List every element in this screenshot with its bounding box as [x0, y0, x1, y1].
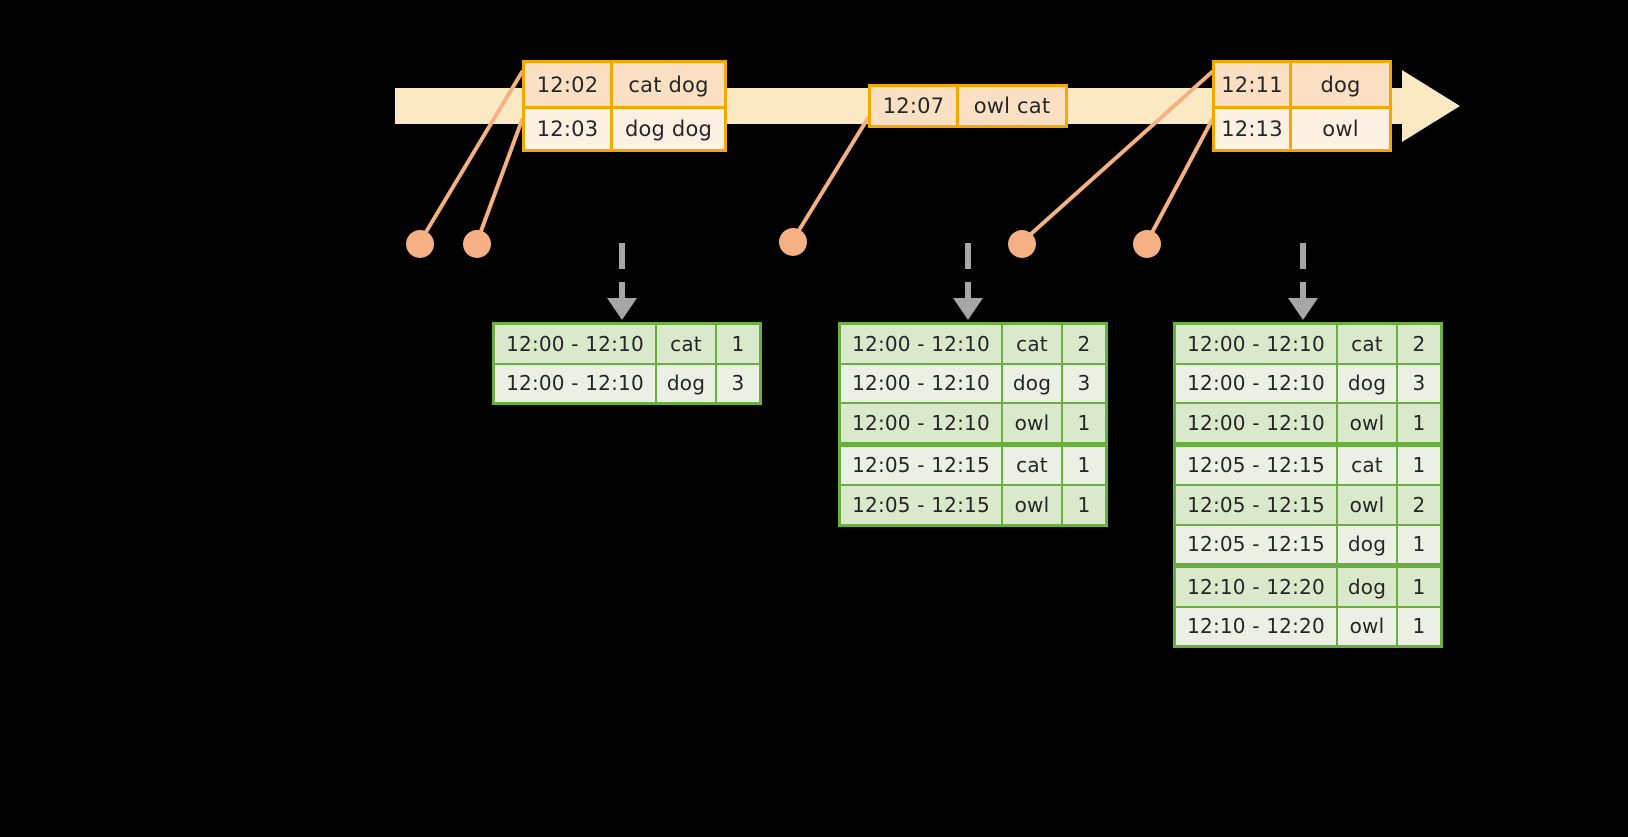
window-cell: 12:05 - 12:15: [1176, 446, 1336, 484]
table-row[interactable]: 12:05 - 12:15 dog 1: [1176, 525, 1440, 563]
table-row[interactable]: 12:00 - 12:10 dog 3: [841, 364, 1105, 402]
event-value: dog dog: [624, 117, 713, 141]
marker-dot: [406, 230, 434, 258]
event-value: dog: [1320, 72, 1361, 97]
count-cell: 3: [1398, 364, 1440, 402]
table-row[interactable]: 12:05 - 12:15 cat 1: [1176, 446, 1440, 484]
window-cell: 12:10 - 12:20: [1176, 607, 1336, 645]
key-cell: cat: [657, 325, 715, 363]
count-cell: 2: [1398, 486, 1440, 524]
window-cell: 12:05 - 12:15: [1176, 525, 1336, 563]
event-value: cat dog: [628, 72, 709, 97]
window-cell: 12:00 - 12:10: [1176, 325, 1336, 363]
event-time: 12:03: [525, 109, 613, 149]
result-table-2[interactable]: 12:00 - 12:10 cat 2 12:00 - 12:10 dog 3 …: [838, 322, 1108, 527]
key-cell: dog: [1338, 364, 1396, 402]
emit-arrow-1: [607, 243, 637, 320]
count-cell: 2: [1398, 325, 1440, 363]
marker-dot: [463, 230, 491, 258]
window-cell: 12:05 - 12:15: [841, 446, 1001, 484]
events-group-3[interactable]: 12:11 dog 12:13 owl: [1212, 60, 1392, 152]
table-row[interactable]: 12:00 - 12:10 dog 3: [495, 364, 759, 402]
key-cell: cat: [1338, 325, 1396, 363]
count-cell: 1: [1398, 568, 1440, 606]
marker-dot: [779, 228, 807, 256]
key-cell: owl: [1338, 607, 1396, 645]
table-row[interactable]: 12:10 - 12:20 dog 1: [1176, 568, 1440, 606]
events-group-2[interactable]: 12:07 owl cat: [868, 84, 1068, 128]
key-cell: cat: [1003, 325, 1061, 363]
result-table-3[interactable]: 12:00 - 12:10 cat 2 12:00 - 12:10 dog 3 …: [1173, 322, 1443, 648]
emit-arrow-2: [953, 243, 983, 320]
count-cell: 1: [1398, 404, 1440, 442]
window-cell: 12:05 - 12:15: [841, 486, 1001, 524]
event-row[interactable]: 12:02 cat dog: [525, 63, 724, 106]
key-cell: cat: [1003, 446, 1061, 484]
count-cell: 1: [1063, 486, 1105, 524]
event-value: owl cat: [973, 94, 1051, 118]
key-cell: owl: [1338, 404, 1396, 442]
window-cell: 12:00 - 12:10: [1176, 364, 1336, 402]
event-row[interactable]: 12:13 owl: [1215, 106, 1389, 149]
window-cell: 12:10 - 12:20: [1176, 568, 1336, 606]
key-cell: owl: [1003, 486, 1061, 524]
key-cell: dog: [657, 364, 715, 402]
event-row[interactable]: 12:11 dog: [1215, 63, 1389, 106]
table-row[interactable]: 12:00 - 12:10 cat 1: [495, 325, 759, 363]
emit-arrows: [607, 243, 1318, 320]
window-cell: 12:00 - 12:10: [1176, 404, 1336, 442]
table-row[interactable]: 12:00 - 12:10 cat 2: [1176, 325, 1440, 363]
table-row[interactable]: 12:00 - 12:10 owl 1: [841, 404, 1105, 442]
event-row[interactable]: 12:07 owl cat: [871, 87, 1065, 125]
window-cell: 12:00 - 12:10: [841, 325, 1001, 363]
count-cell: 1: [1398, 446, 1440, 484]
key-cell: cat: [1338, 446, 1396, 484]
count-cell: 3: [717, 364, 759, 402]
key-cell: dog: [1003, 364, 1061, 402]
event-marker-dots: [406, 228, 1161, 258]
marker-dot: [1008, 230, 1036, 258]
table-row[interactable]: 12:00 - 12:10 cat 2: [841, 325, 1105, 363]
count-cell: 3: [1063, 364, 1105, 402]
count-cell: 1: [717, 325, 759, 363]
window-cell: 12:00 - 12:10: [495, 325, 655, 363]
table-row[interactable]: 12:05 - 12:15 cat 1: [841, 446, 1105, 484]
result-table-1[interactable]: 12:00 - 12:10 cat 1 12:00 - 12:10 dog 3: [492, 322, 762, 405]
event-value: owl: [1322, 117, 1359, 141]
event-time: 12:11: [1215, 63, 1292, 106]
event-row[interactable]: 12:03 dog dog: [525, 106, 724, 149]
events-group-1[interactable]: 12:02 cat dog 12:03 dog dog: [522, 60, 727, 152]
count-cell: 1: [1063, 446, 1105, 484]
window-cell: 12:00 - 12:10: [841, 364, 1001, 402]
table-row[interactable]: 12:00 - 12:10 dog 3: [1176, 364, 1440, 402]
key-cell: owl: [1338, 486, 1396, 524]
marker-dot: [1133, 230, 1161, 258]
count-cell: 2: [1063, 325, 1105, 363]
table-row[interactable]: 12:10 - 12:20 owl 1: [1176, 607, 1440, 645]
key-cell: dog: [1338, 568, 1396, 606]
table-row[interactable]: 12:05 - 12:15 owl 1: [841, 486, 1105, 524]
table-row[interactable]: 12:00 - 12:10 owl 1: [1176, 404, 1440, 442]
count-cell: 1: [1398, 607, 1440, 645]
event-time: 12:13: [1215, 109, 1292, 149]
window-cell: 12:00 - 12:10: [495, 364, 655, 402]
key-cell: dog: [1338, 525, 1396, 563]
table-row[interactable]: 12:05 - 12:15 owl 2: [1176, 486, 1440, 524]
window-cell: 12:00 - 12:10: [841, 404, 1001, 442]
count-cell: 1: [1063, 404, 1105, 442]
key-cell: owl: [1003, 404, 1061, 442]
event-time: 12:07: [871, 87, 959, 125]
window-cell: 12:05 - 12:15: [1176, 486, 1336, 524]
event-time: 12:02: [525, 63, 613, 106]
emit-arrow-3: [1288, 243, 1318, 320]
count-cell: 1: [1398, 525, 1440, 563]
